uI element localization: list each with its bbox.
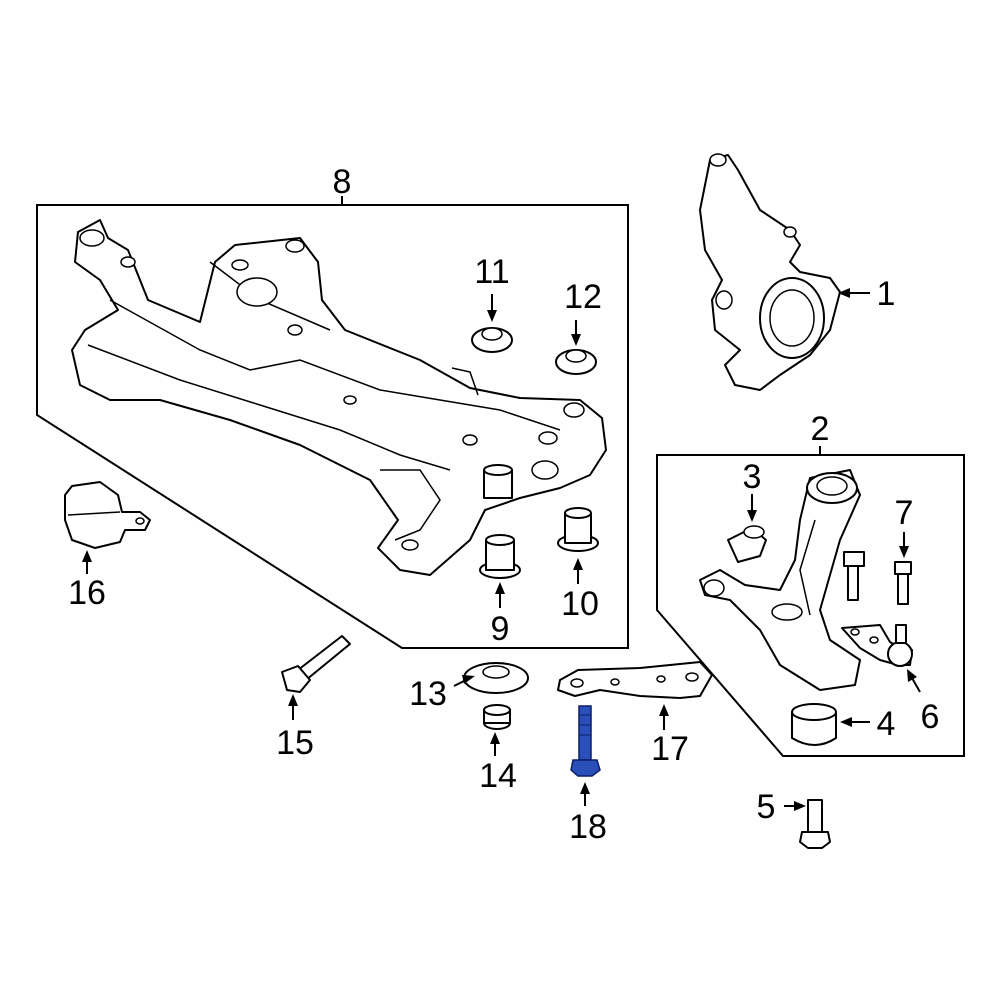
callout-16: 16 — [68, 574, 106, 612]
arm-mounting-bolt-5 — [799, 799, 831, 849]
reinforcement-plate-17 — [557, 661, 713, 699]
steering-knuckle — [699, 153, 841, 391]
callout-3: 3 — [743, 458, 762, 496]
subframe-bushing-10 — [557, 507, 599, 552]
callout-9: 9 — [491, 610, 510, 648]
callout-15: 15 — [276, 724, 314, 762]
stopper-11 — [471, 327, 513, 353]
callout-7: 7 — [895, 494, 914, 532]
callout-6: 6 — [921, 698, 940, 736]
arm-bushing-4 — [791, 703, 837, 746]
callout-17: 17 — [651, 730, 689, 768]
lower-arm-group-frame — [656, 454, 965, 757]
ball-joint-bolt-7 — [894, 561, 912, 605]
callout-14: 14 — [479, 757, 517, 795]
callout-8: 8 — [333, 163, 352, 201]
leader-arrows — [82, 288, 921, 811]
callout-18: 18 — [569, 808, 607, 846]
callout-2: 2 — [811, 410, 830, 448]
callout-5: 5 — [757, 788, 776, 826]
callout-1: 1 — [877, 275, 896, 313]
subframe-group-frame — [36, 204, 629, 649]
washer-13 — [463, 662, 529, 694]
arm-bushing-3 — [727, 525, 767, 563]
callout-13: 13 — [409, 675, 447, 713]
ball-joint — [841, 624, 913, 667]
bushing-14 — [483, 704, 511, 730]
callout-4: 4 — [877, 705, 896, 743]
lower-control-arm — [699, 469, 861, 691]
stopper-12 — [555, 349, 597, 375]
callout-11: 11 — [474, 253, 509, 291]
mount-bracket-16 — [64, 481, 151, 549]
crossmember-subframe — [71, 219, 607, 576]
subframe-bolt-15 — [281, 635, 351, 693]
subframe-bushing-9 — [479, 534, 521, 579]
callout-10: 10 — [561, 585, 599, 623]
arm-bolt — [843, 551, 865, 601]
mounted-bushing — [483, 464, 513, 499]
highlighted-bolt-18[interactable] — [570, 705, 601, 777]
callout-12: 12 — [564, 278, 602, 316]
